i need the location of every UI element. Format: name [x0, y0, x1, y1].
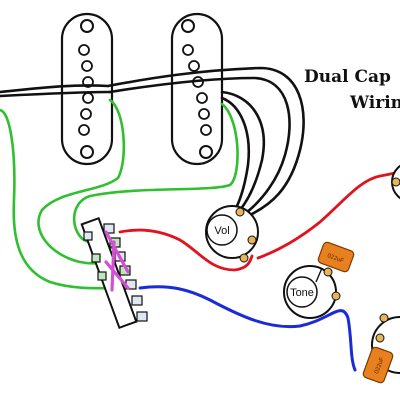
pole-pieces: [182, 44, 212, 136]
solder-point: [247, 235, 257, 245]
tone-pot: Tone: [283, 265, 341, 319]
blue-wire: [138, 285, 357, 372]
solder-point: [379, 313, 389, 323]
black-wires: [0, 66, 305, 217]
capacitor-1: 022uF: [315, 241, 355, 283]
capacitor-2-label: 022uF: [374, 356, 386, 374]
pickup-neck: [60, 12, 114, 166]
capacitor-1-label: 022uF: [326, 253, 344, 265]
output-jack: [391, 164, 400, 200]
pickup-middle: [170, 12, 224, 166]
pickup-selector-switch: [80, 216, 148, 330]
capacitor-2: 022uF: [362, 346, 394, 384]
pole-pieces: [78, 44, 94, 136]
volume-pot: Vol: [205, 205, 259, 263]
solder-point: [239, 253, 249, 263]
title-line-2: Wirin: [349, 93, 400, 113]
red-wires: [118, 170, 400, 272]
solder-point: [323, 267, 333, 277]
title-line-1: Dual Cap: [304, 67, 391, 87]
solder-point: [375, 333, 385, 343]
switch-jumper: [104, 230, 130, 292]
solder-point: [235, 207, 245, 217]
solder-point: [331, 291, 341, 301]
volume-label: Vol: [214, 225, 229, 237]
tone-label: Tone: [290, 287, 314, 299]
